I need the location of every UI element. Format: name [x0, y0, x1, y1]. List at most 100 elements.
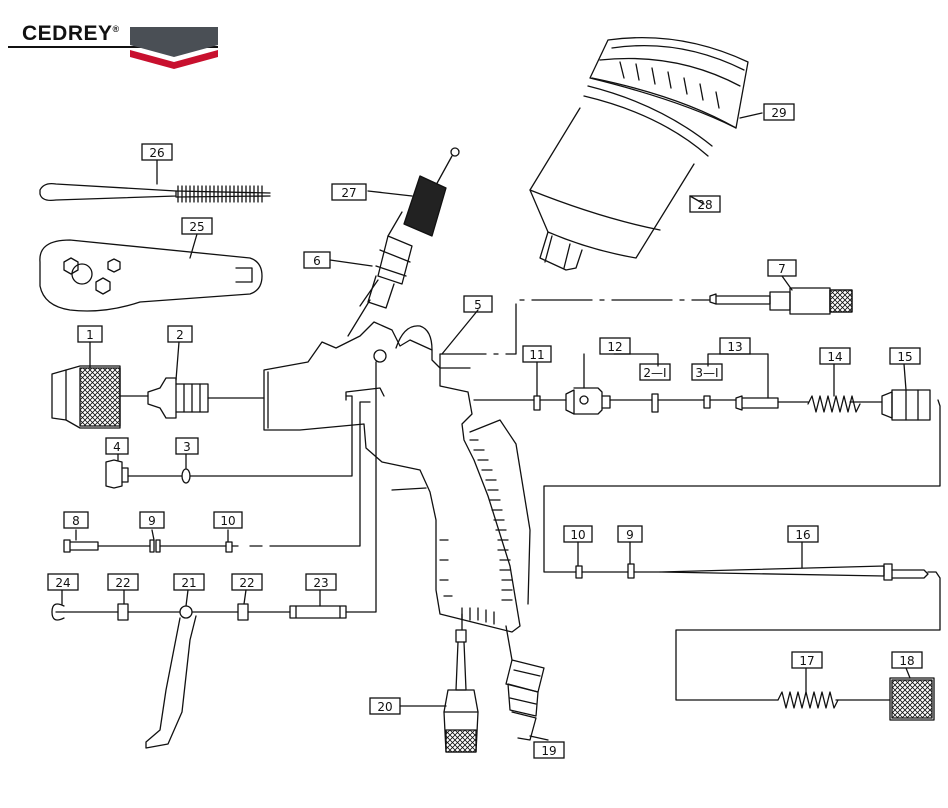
part-19-air-valve — [505, 659, 545, 741]
svg-text:22: 22 — [115, 576, 130, 590]
brand-name: CEDREY — [22, 22, 113, 45]
callout-9-right: 9 — [617, 525, 643, 543]
logo-chevron-gray — [130, 27, 218, 57]
logo-chevron-red — [130, 50, 218, 69]
part-18-adjust-cap — [889, 677, 935, 721]
svg-text:15: 15 — [897, 350, 912, 364]
svg-text:9: 9 — [626, 528, 634, 542]
svg-text:26: 26 — [149, 146, 164, 160]
callout-9-left: 9 — [139, 511, 165, 529]
svg-text:19: 19 — [541, 744, 556, 758]
callout-10-left: 10 — [213, 511, 243, 529]
callout-28: 28 — [689, 195, 721, 213]
svg-text:16: 16 — [795, 528, 810, 542]
part-11-gasket — [533, 395, 541, 411]
svg-text:10: 10 — [570, 528, 585, 542]
svg-text:8: 8 — [72, 514, 80, 528]
callout-4: 4 — [105, 437, 129, 455]
callout-7: 7 — [767, 259, 797, 277]
part-4-screw — [105, 459, 129, 489]
svg-text:3: 3 — [183, 440, 191, 454]
callout-1: 1 — [77, 325, 103, 343]
callout-8: 8 — [63, 511, 89, 529]
svg-text:7: 7 — [778, 262, 786, 276]
part-28-paint-cup — [529, 85, 713, 271]
part-13-spring-guide — [735, 395, 779, 411]
callout-2: 2 — [167, 325, 193, 343]
callout-25: 25 — [181, 217, 213, 235]
callout-13-sub: 3—I — [691, 363, 723, 381]
part-12-needle-packing — [565, 387, 611, 415]
part-27-filter — [403, 147, 460, 237]
part-20-air-inlet-fitting — [443, 629, 479, 753]
svg-text:28: 28 — [697, 198, 712, 212]
callout-17: 17 — [791, 651, 823, 669]
part-25-spanner-wrench — [39, 239, 263, 312]
callout-11: 11 — [522, 345, 552, 363]
brand-logo-text: CEDREY® — [22, 22, 120, 46]
svg-text:2: 2 — [176, 328, 184, 342]
part-6-fluid-inlet — [367, 235, 413, 309]
part-21-trigger — [145, 605, 197, 749]
part-15-needle-adjust-knob — [881, 389, 931, 421]
assembly-lines — [63, 211, 941, 701]
svg-text:9: 9 — [148, 514, 156, 528]
part-26-cleaning-brush — [39, 182, 271, 203]
callout-24: 24 — [47, 573, 79, 591]
part-9-washer-right — [627, 563, 635, 579]
part-22-bushing-left — [117, 603, 129, 621]
svg-text:22: 22 — [239, 576, 254, 590]
part-7-fluid-fitting — [709, 287, 853, 315]
part-22-bushing-right — [237, 603, 249, 621]
brand-logo — [8, 27, 218, 69]
callout-27: 27 — [331, 183, 367, 201]
callout-10-right: 10 — [563, 525, 593, 543]
callout-23: 23 — [305, 573, 337, 591]
part-17-spring — [777, 691, 839, 709]
callout-6: 6 — [303, 251, 331, 269]
callout-22-left: 22 — [107, 573, 139, 591]
part-10-seal-right — [575, 565, 583, 579]
part-29-cup-lid — [589, 36, 749, 129]
callout-13: 13 — [719, 337, 751, 355]
part-13-sub-ring — [703, 395, 711, 409]
svg-text:17: 17 — [799, 654, 814, 668]
part-3-o-ring — [181, 468, 191, 484]
part-5-gun-body — [263, 321, 531, 633]
svg-text:1: 1 — [86, 328, 94, 342]
svg-text:14: 14 — [827, 350, 842, 364]
brand-registered-mark: ® — [112, 24, 120, 34]
callout-labels: 1 2 3 4 5 6 7 8 9 9 10 10 11 12 2—I 13 3… — [47, 103, 923, 759]
part-8-pin — [63, 539, 99, 553]
part-1-air-cap — [51, 365, 121, 429]
part-23-trigger-pin — [289, 605, 347, 619]
callout-leaders — [61, 112, 911, 741]
callout-14: 14 — [819, 347, 851, 365]
callout-29: 29 — [763, 103, 795, 121]
svg-text:18: 18 — [899, 654, 914, 668]
part-10-seal-left — [225, 541, 233, 553]
svg-text:21: 21 — [181, 576, 196, 590]
callout-5: 5 — [463, 295, 493, 313]
callout-15: 15 — [889, 347, 921, 365]
callout-16: 16 — [787, 525, 819, 543]
svg-text:5: 5 — [474, 298, 482, 312]
part-14-spring — [807, 395, 861, 413]
svg-text:25: 25 — [189, 220, 204, 234]
part-16-fluid-needle — [575, 563, 929, 581]
svg-text:2—I: 2—I — [643, 366, 666, 380]
part-24-e-clip — [51, 603, 65, 621]
callout-18: 18 — [891, 651, 923, 669]
callout-26: 26 — [141, 143, 173, 161]
part-12-sub-ring — [651, 393, 659, 413]
svg-text:29: 29 — [771, 106, 786, 120]
part-9-washer-left — [149, 539, 161, 553]
part-2-fluid-nozzle — [147, 377, 209, 419]
svg-text:3—I: 3—I — [695, 366, 718, 380]
callout-3: 3 — [175, 437, 199, 455]
svg-text:23: 23 — [313, 576, 328, 590]
svg-text:10: 10 — [220, 514, 235, 528]
callout-12-sub: 2—I — [639, 363, 671, 381]
svg-text:24: 24 — [55, 576, 70, 590]
